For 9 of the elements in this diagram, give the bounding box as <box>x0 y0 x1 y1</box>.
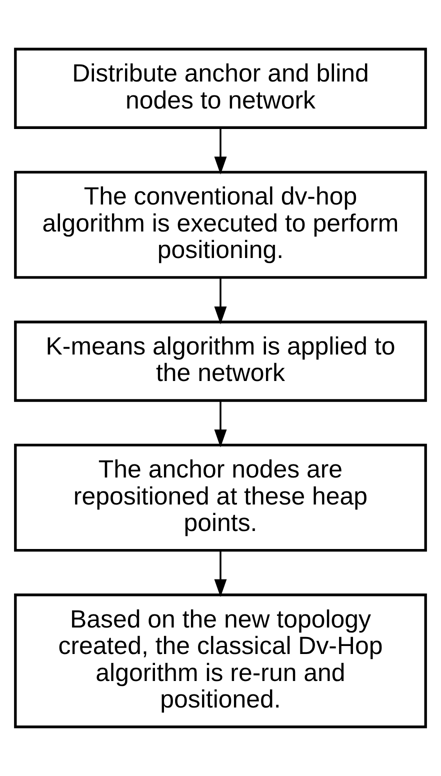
node-box: The conventional dv-hop algorithm is executed to perform positioning. <box>14 170 427 279</box>
arrow <box>214 400 227 448</box>
arrow <box>214 128 227 175</box>
node-box: Based on the new topology created, the classical Dv-Hop algorithm is re-run and positioned. <box>14 594 427 728</box>
node-box: K-means algorithm is applied to the network <box>14 320 427 402</box>
node-box: The anchor nodes are repositioned at these heap points. <box>14 444 427 552</box>
arrow <box>214 278 227 324</box>
node-box: Distribute anchor and blind nodes to network <box>14 48 427 129</box>
arrow <box>214 550 227 598</box>
